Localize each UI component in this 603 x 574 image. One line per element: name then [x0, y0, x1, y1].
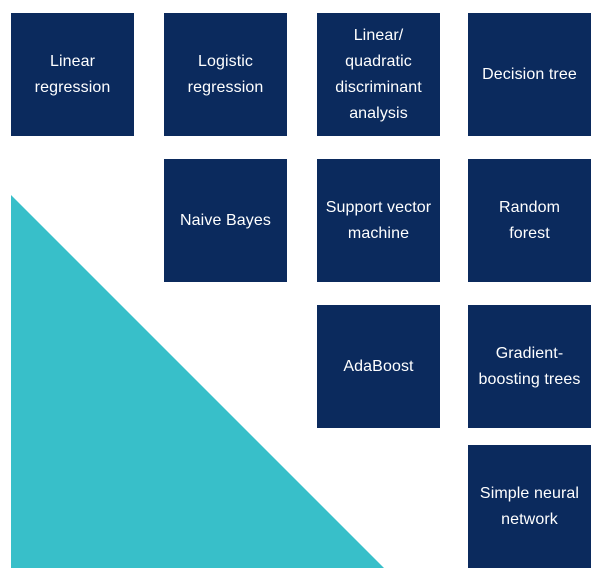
tile-label: Logistic regression — [187, 52, 264, 96]
tile-label: Gradient-boosting trees — [478, 344, 581, 388]
tile-label: Linear/ quadratic discriminant analysis — [335, 26, 422, 122]
tile-label: Linear regression — [34, 52, 111, 96]
tile-label: Random forest — [498, 198, 561, 242]
tile-naive-bayes: Naive Bayes — [164, 159, 287, 282]
tile-adaboost: AdaBoost — [317, 305, 440, 428]
teal-triangle-shape — [11, 195, 384, 568]
tile-linear-regression: Linear regression — [11, 13, 134, 136]
tile-random-forest: Random forest — [468, 159, 591, 282]
tile-label: Naive Bayes — [180, 211, 271, 229]
tile-label: Simple neural network — [479, 484, 580, 528]
tile-gradient-boosting-trees: Gradient-boosting trees — [468, 305, 591, 428]
tile-simple-neural-network: Simple neural network — [468, 445, 591, 568]
tile-label: Support vector machine — [325, 198, 432, 242]
tile-label: Decision tree — [482, 65, 577, 83]
tile-logistic-regression: Logistic regression — [164, 13, 287, 136]
tile-label: AdaBoost — [343, 357, 414, 375]
tile-decision-tree: Decision tree — [468, 13, 591, 136]
tile-discriminant-analysis: Linear/ quadratic discriminant analysis — [317, 13, 440, 136]
tile-support-vector-machine: Support vector machine — [317, 159, 440, 282]
